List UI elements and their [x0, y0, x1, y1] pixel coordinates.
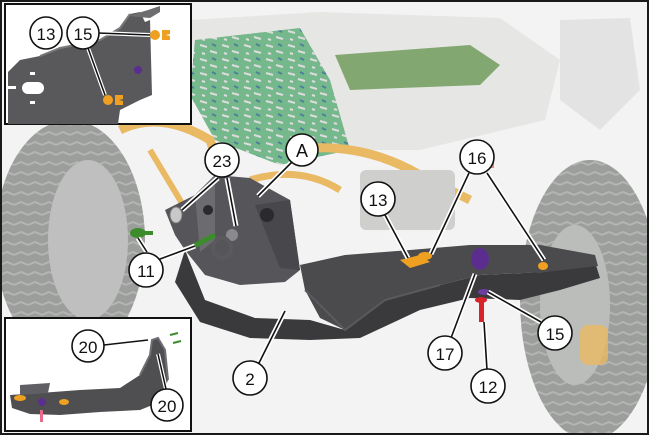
inset-bottom-red-bolt [40, 410, 43, 422]
inset-top-callout-15-label: 15 [74, 25, 93, 44]
inset-bottom-nut-left [14, 395, 26, 401]
inset-top-nut-upper [150, 30, 160, 40]
callout-11-label: 11 [137, 262, 155, 281]
inset-top-slot [22, 82, 44, 94]
red-bolt [479, 300, 484, 322]
callout-11: 11 [128, 252, 164, 288]
inset-top-callout-15: 15 [66, 16, 100, 50]
washer [169, 206, 183, 224]
inset-bottom-nut-right [59, 399, 69, 405]
green-bolt-left [130, 228, 146, 238]
callout-16-label: 16 [468, 149, 487, 168]
callout-2: 2 [232, 360, 268, 396]
inset-bottom-callout-20-lower-label: 20 [158, 397, 177, 416]
fender-camo [190, 28, 350, 165]
skid-plate [165, 175, 600, 340]
inset-bottom-callout-20-upper: 20 [71, 329, 105, 363]
callout-a: A [285, 133, 319, 167]
inset-top-callout-13-label: 13 [37, 25, 56, 44]
callout-16: 16 [459, 139, 495, 175]
orange-nut-16 [538, 262, 548, 270]
callout-17: 17 [427, 335, 463, 371]
inset-top-nut-lower [103, 95, 113, 105]
callout-13-main: 13 [360, 181, 396, 217]
purple-washer [478, 289, 490, 295]
inset-top-callout-13: 13 [29, 16, 63, 50]
callout-12-label: 12 [479, 378, 498, 397]
inset-bottom-callout-20-lower: 20 [150, 388, 184, 422]
inset-bottom-callout-20-upper-label: 20 [79, 338, 98, 357]
leader-lines [137, 161, 545, 371]
inset-top-left: 13 15 [4, 3, 192, 125]
inset-bottom-plate [10, 338, 168, 415]
callout-17-label: 17 [436, 345, 455, 364]
inset-bottom-purple-bolt [38, 398, 46, 406]
inset-top-purple-bolt [134, 66, 142, 74]
callout-2-label: 2 [245, 370, 254, 389]
callout-13-label: 13 [369, 191, 388, 210]
callout-15-label: 15 [546, 325, 565, 344]
tow-ring [211, 236, 233, 260]
callout-a-label: A [296, 141, 308, 161]
atv-background [0, 12, 649, 440]
inset-bottom-left: 20 20 [4, 317, 192, 432]
callout-15-main: 15 [537, 315, 573, 351]
callout-23-label: 23 [213, 152, 232, 171]
callout-12: 12 [470, 368, 506, 404]
purple-bolt [471, 248, 489, 270]
callout-23: 23 [204, 142, 240, 178]
seat [335, 45, 500, 90]
